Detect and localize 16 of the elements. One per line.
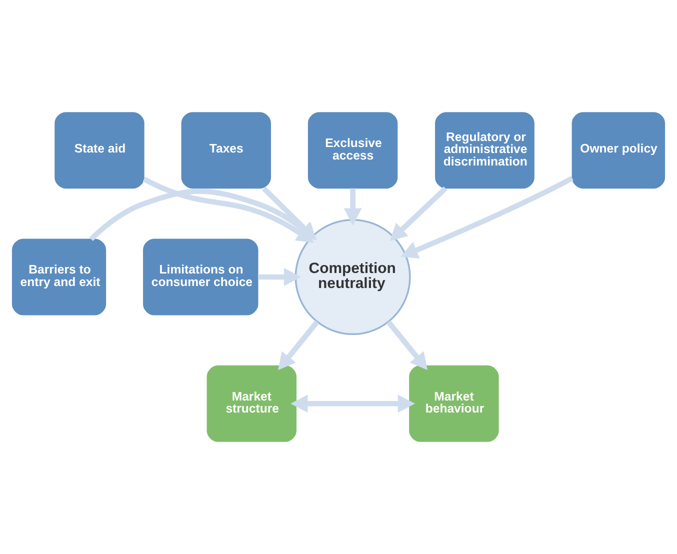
arrow [290, 394, 415, 413]
node-box: State aid [54, 112, 144, 189]
node-box: Taxes [181, 112, 271, 189]
node-box: Regulatory or administrative discrimination [435, 112, 534, 189]
node-box: Market structure [206, 365, 296, 442]
arrow [278, 320, 320, 370]
node-box: Market behaviour [409, 365, 499, 442]
arrow [390, 186, 448, 242]
arrow [344, 188, 362, 226]
node-box: Exclusive access [308, 112, 398, 189]
node-box: Owner policy [572, 112, 666, 189]
arrow [258, 268, 302, 286]
arrow [400, 176, 574, 258]
node-box: Limitations on consumer choice [143, 238, 258, 316]
node-box: Barriers to entry and exit [12, 238, 106, 316]
arrow [386, 320, 428, 370]
